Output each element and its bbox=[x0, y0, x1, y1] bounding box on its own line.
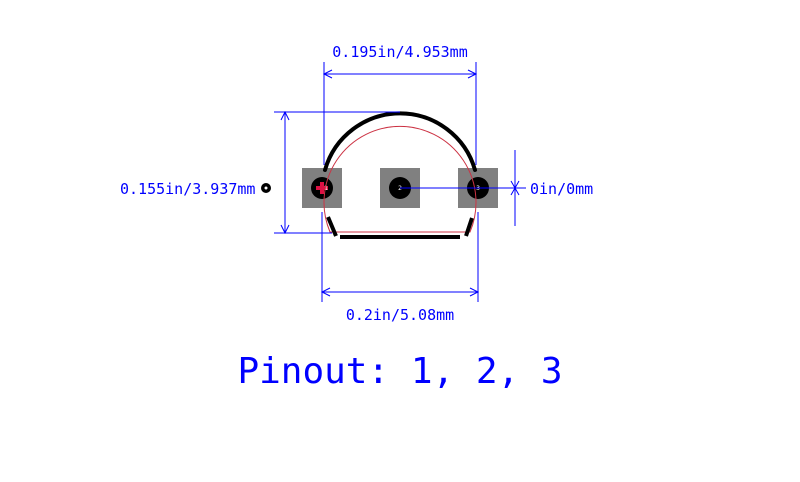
origin-marker-center bbox=[264, 186, 268, 190]
pinout-label: Pinout: 1, 2, 3 bbox=[237, 351, 562, 392]
dimension-bottom-width: 0.2in/5.08mm bbox=[346, 306, 454, 324]
dimension-lines bbox=[274, 62, 526, 302]
dimension-top-width: 0.195in/4.953mm bbox=[332, 43, 467, 61]
silkscreen-left-stub bbox=[326, 216, 338, 237]
courtyard-outline bbox=[323, 125, 477, 233]
dimension-left-height: 0.155in/3.937mm bbox=[120, 180, 255, 198]
silkscreen-arc bbox=[323, 111, 477, 172]
silkscreen-right-stub bbox=[464, 217, 474, 237]
dimension-right-offset: 0in/0mm bbox=[530, 180, 593, 198]
pin1-plus-marker bbox=[316, 182, 328, 194]
pad-number-1: 1 bbox=[324, 185, 328, 192]
